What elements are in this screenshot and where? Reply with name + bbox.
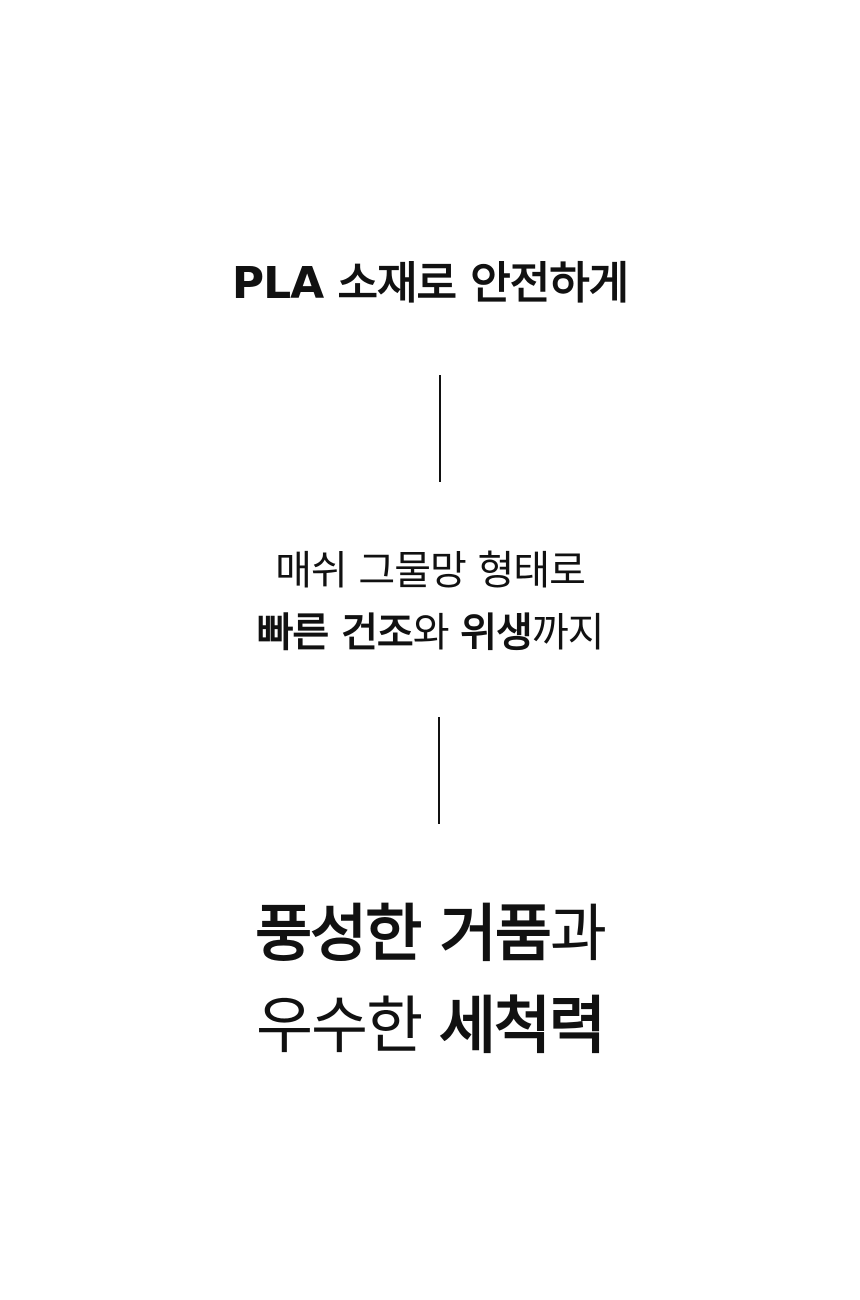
foam-emphasis-cleaning-power: 세척력 <box>438 989 606 1062</box>
mesh-emphasis-quick-dry: 빠른 건조 <box>256 610 414 656</box>
foam-line-1: 풍성한 거품과 <box>0 888 860 980</box>
mesh-line-2: 빠른 건조와 위생까지 <box>0 602 860 664</box>
heading-safe-pla: PLA 소재로 안전하게 <box>231 258 629 309</box>
mesh-text-until: 까지 <box>531 610 605 656</box>
foam-text-and: 과 <box>549 897 607 970</box>
foam-line-2: 우수한 세척력 <box>0 980 860 1072</box>
foam-emphasis-rich-lather: 풍성한 거품 <box>255 897 552 970</box>
mesh-description: 매쉬 그물망 형태로 빠른 건조와 위생까지 <box>0 540 860 664</box>
foam-text-excellent: 우수한 <box>256 989 439 1062</box>
vertical-divider <box>439 375 441 482</box>
vertical-divider <box>438 717 440 824</box>
mesh-text-and: 와 <box>412 610 461 656</box>
foam-description: 풍성한 거품과 우수한 세척력 <box>0 888 860 1072</box>
mesh-emphasis-hygiene: 위생 <box>460 610 533 656</box>
mesh-line-1: 매쉬 그물망 형태로 <box>275 548 586 594</box>
